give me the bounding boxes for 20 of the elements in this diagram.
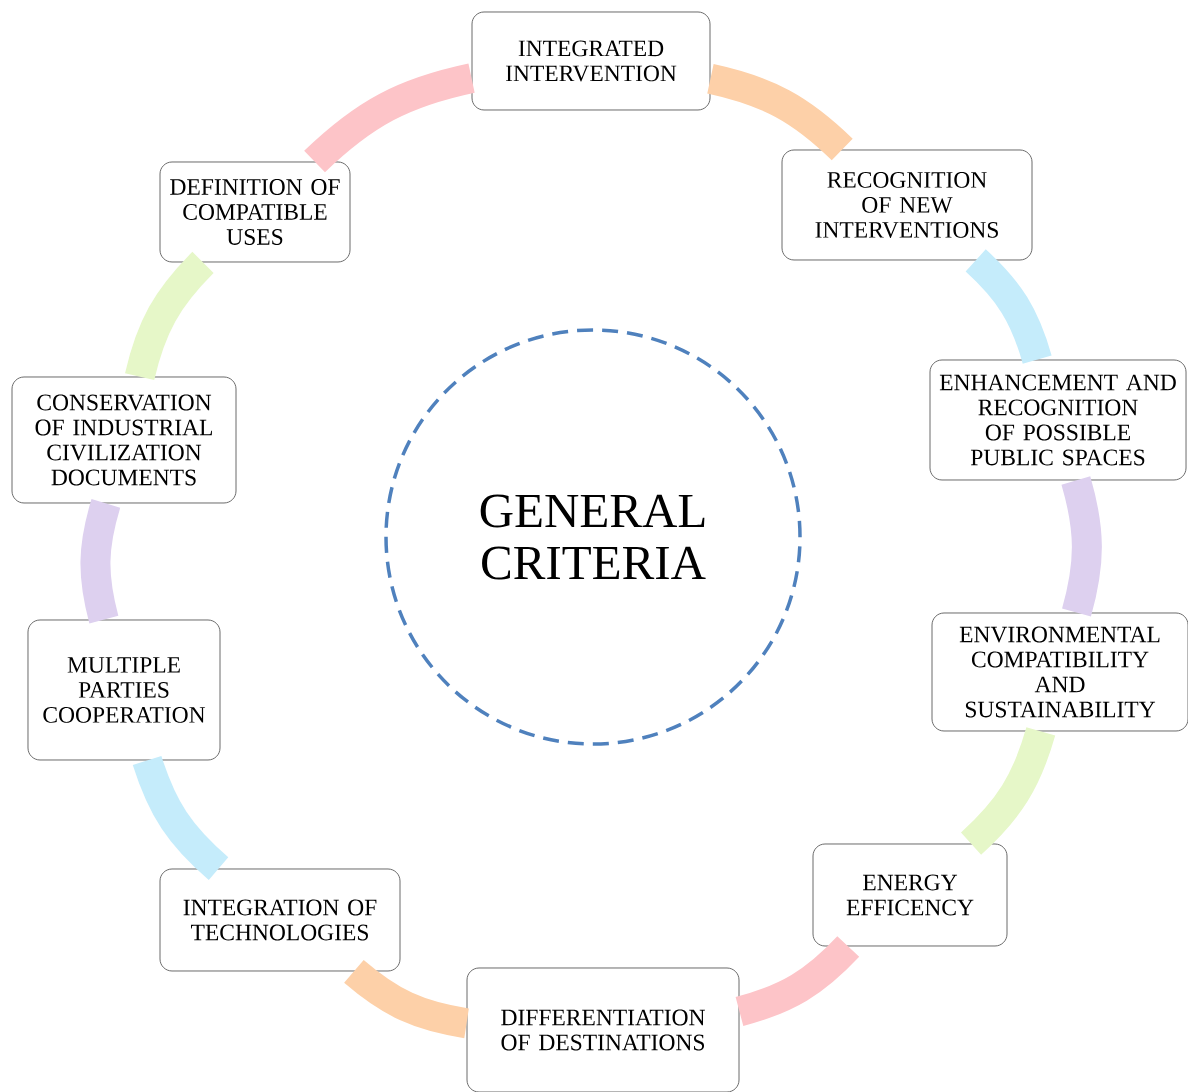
ring-arc [735,936,860,1026]
criterion-box: INTEGRATION OF TECHNOLOGIES [159,868,401,972]
criterion-box: INTEGRATED INTERVENTION [471,11,711,111]
criterion-box: MULTIPLE PARTIES COOPERATION [27,619,221,761]
ring-arc [304,63,475,173]
ring-arc [344,959,470,1039]
criterion-box: ENVIRONMENTAL COMPATIBILITY AND SUSTAINABILITY [931,612,1188,732]
criterion-box: DEFINITION OF COMPATIBLE USES [159,161,351,263]
ring-arc [960,727,1056,855]
criterion-box: DIFFERENTIATION OF DESTINATIONS [466,967,740,1092]
criterion-box: RECOGNITION OF NEW INTERVENTIONS [781,149,1033,261]
ring-arc [80,499,121,624]
ring-arc [125,252,214,381]
criterion-box: ENHANCEMENT AND RECOGNITION OF POSSIBLE PUBLIC SPACES [929,359,1187,481]
criterion-box: CONSERVATION OF INDUSTRIAL CIVILIZATION DOCUMENTS [11,376,237,504]
ring-arc [965,249,1052,364]
criterion-box: ENERGY EFFICENCY [812,843,1008,947]
ring-arc [1061,476,1102,617]
ring-arc [707,64,853,161]
ring-arc [132,755,229,880]
